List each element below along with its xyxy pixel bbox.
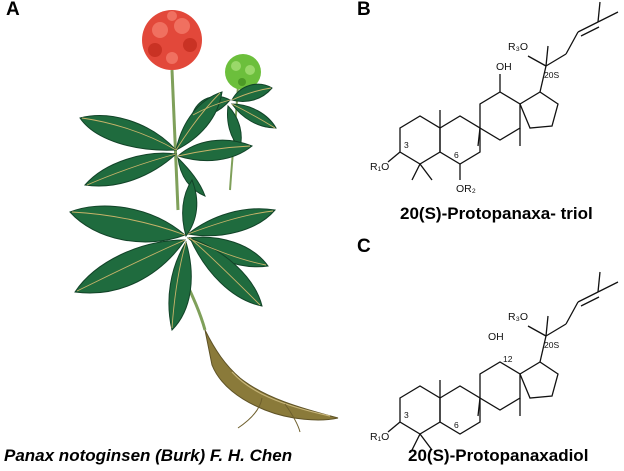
label-c-r3o: R₃O [508, 311, 528, 323]
label-b-r1o: R₁O [370, 161, 389, 173]
panel-c-caption: 20(S)-Protopanaxadiol [408, 446, 589, 465]
leaf-cluster-middle [79, 91, 253, 197]
panel-letter-c: C [357, 236, 371, 257]
panel-a-caption: Panax notoginsen (Burk) F. H. Chen [4, 446, 293, 465]
panel-letter-b: B [357, 0, 371, 20]
plant-stem-main [170, 69, 180, 211]
plant-root [204, 329, 339, 421]
label-c-c12: 12 [503, 354, 513, 364]
flower-red [142, 10, 202, 70]
flower-green [225, 54, 261, 90]
label-c-r1o: R₁O [370, 431, 389, 443]
label-c-oh: OH [488, 331, 504, 343]
panel-letter-a: A [6, 0, 20, 20]
label-b-r3o: R₃O [508, 41, 528, 53]
label-b-c6: 6 [454, 150, 459, 160]
plant-illustration [69, 10, 339, 433]
panel-b-caption: 20(S)-Protopanaxa- triol [400, 204, 593, 223]
label-b-20s: 20S [544, 70, 559, 80]
label-b-c3: 3 [404, 140, 409, 150]
label-c-c6: 6 [454, 420, 459, 430]
label-b-oh: OH [496, 61, 512, 73]
label-b-or2: OR₂ [456, 183, 476, 195]
label-c-c3: 3 [404, 410, 409, 420]
label-c-20s: 20S [544, 340, 559, 350]
